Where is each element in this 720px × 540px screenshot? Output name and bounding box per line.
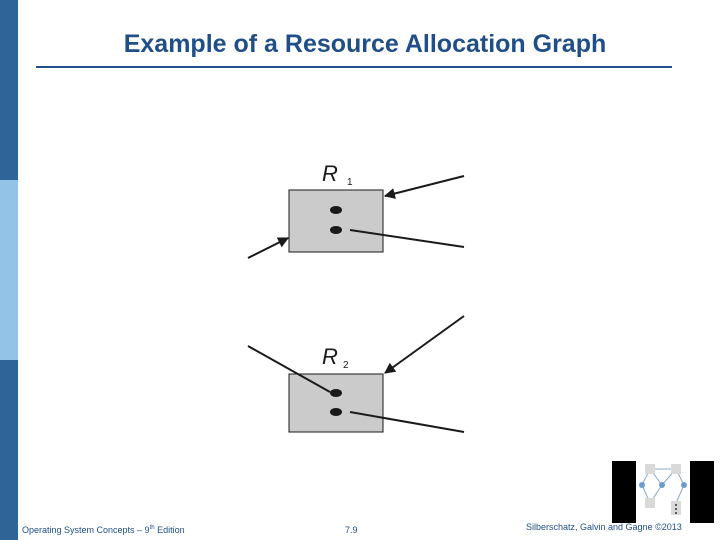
- resource-r1-label: R: [322, 161, 338, 186]
- book-cover-logo: [612, 461, 714, 523]
- left-sidebar-bar: [0, 0, 18, 540]
- slide-title: Example of a Resource Allocation Graph: [123, 30, 607, 58]
- resource-r1-subscript: 1: [347, 177, 353, 188]
- resource-r2-label: R: [322, 344, 338, 369]
- assignment-edge-from-r2-right: [349, 411, 465, 433]
- footer-book-title: Operating System Concepts – 9th Edition: [22, 525, 185, 535]
- request-edge-into-r1-left: [247, 237, 289, 259]
- footer-copyright: Silberschatz, Galvin and Gagne ©2013: [526, 522, 682, 532]
- logo-graph-icon: [639, 464, 687, 515]
- request-edge-into-r1-right: [383, 175, 465, 199]
- request-edge-into-r2-right: [384, 315, 465, 374]
- assignment-edge-from-r1-right: [349, 229, 465, 248]
- resource-r2-box: [288, 373, 384, 433]
- resource-r1-box: [288, 189, 384, 253]
- resource-r2-instance-dot: [330, 389, 342, 397]
- resource-r1-instance-dot: [330, 206, 342, 214]
- sidebar-segment-top: [0, 0, 18, 180]
- resource-r2-instance-dot: [330, 408, 342, 416]
- logo-panel: [636, 461, 690, 523]
- resource-r2-subscript: 2: [343, 360, 349, 371]
- sidebar-segment-middle: [0, 180, 18, 360]
- resource-r1-instance-dot: [330, 226, 342, 234]
- footer-page-number: 7.9: [345, 525, 358, 535]
- assignment-edge-from-r2-left: [247, 345, 331, 393]
- title-underline: [36, 66, 672, 68]
- sidebar-segment-bottom: [0, 360, 18, 540]
